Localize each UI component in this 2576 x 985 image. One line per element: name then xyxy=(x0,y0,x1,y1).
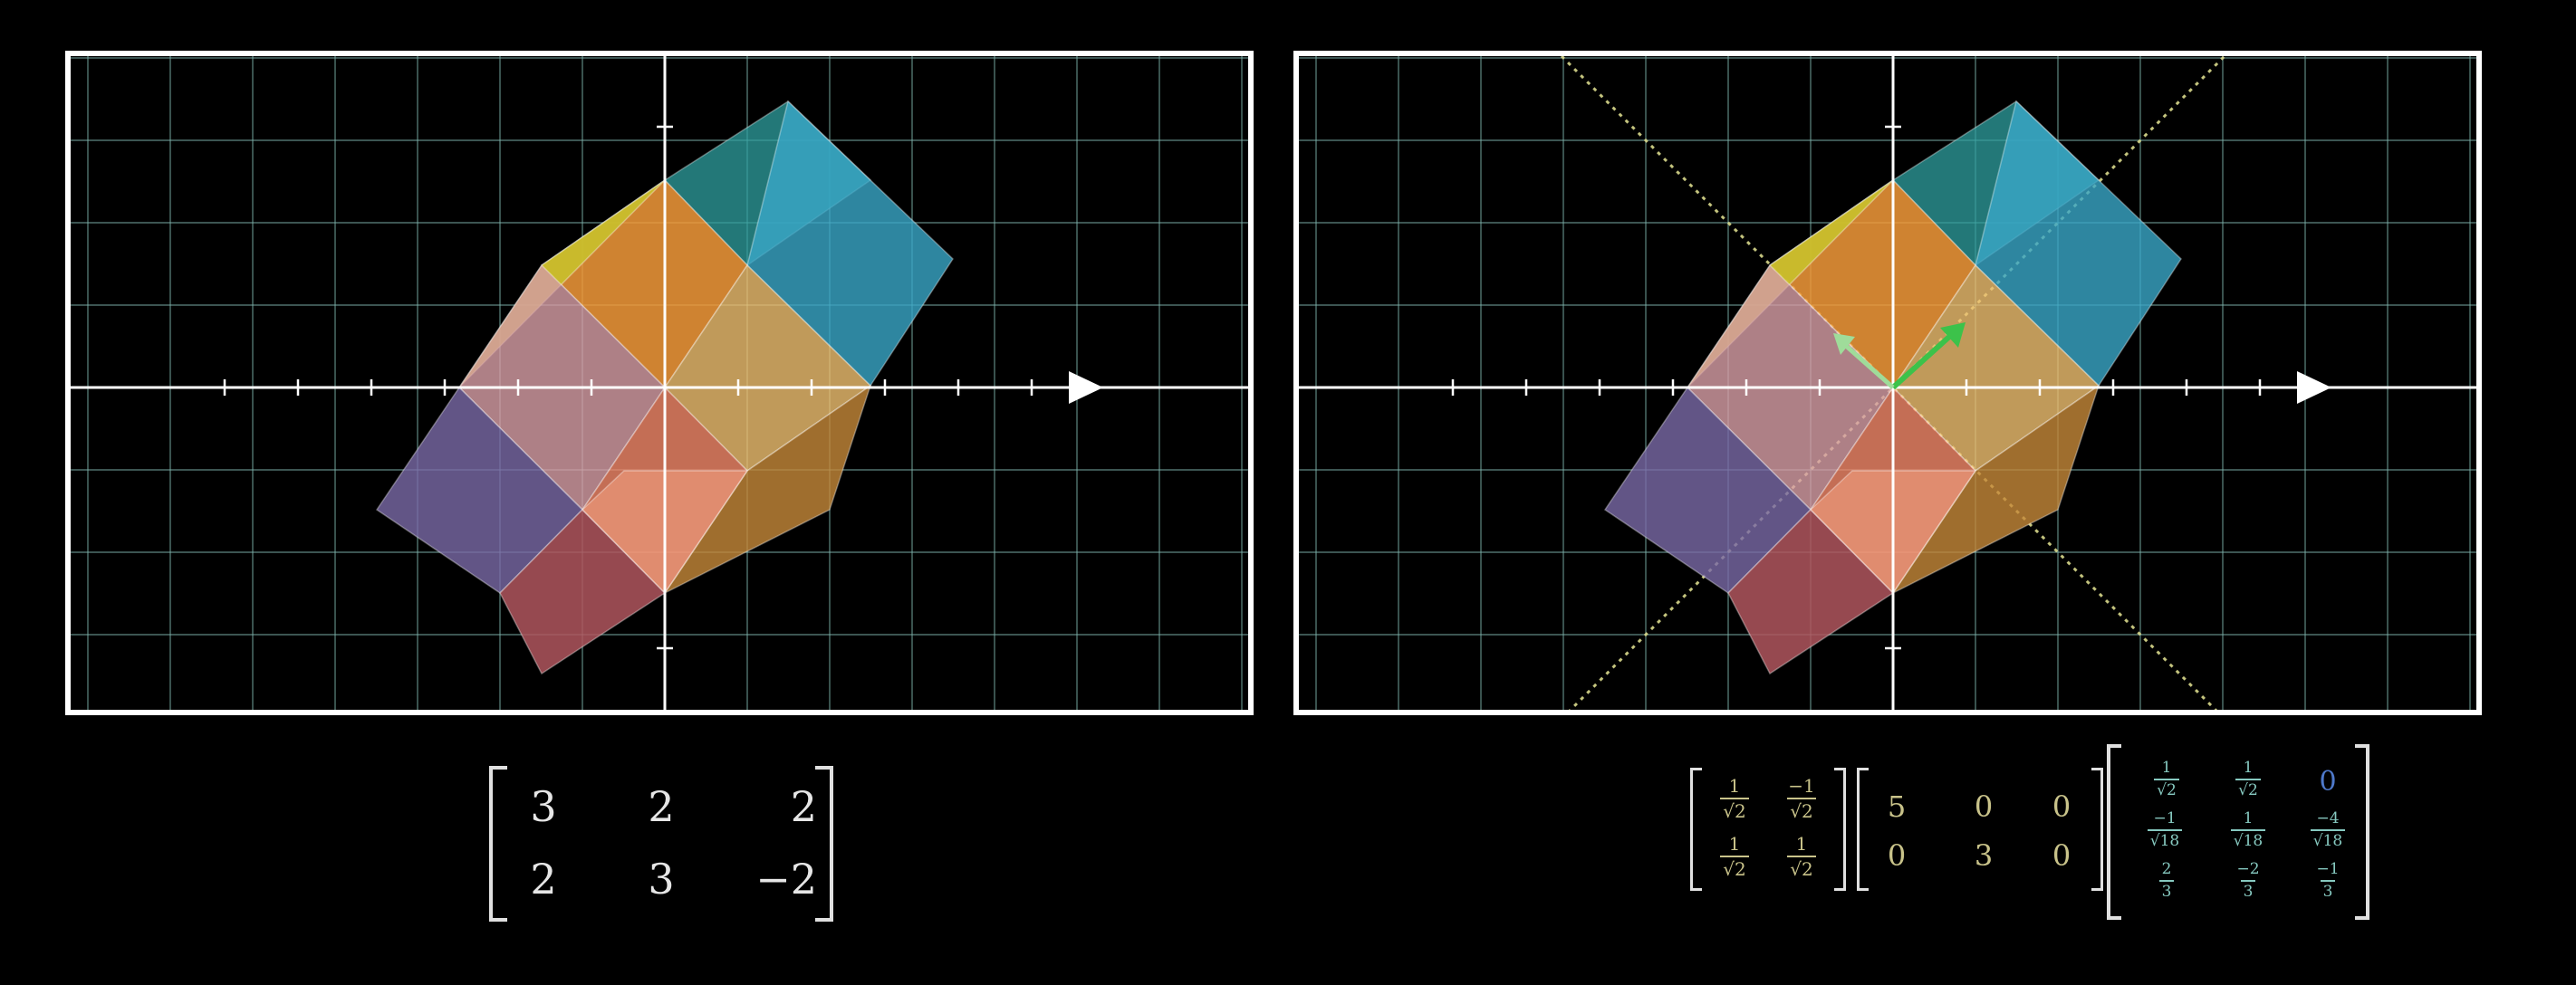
vt-cell: 1√2 xyxy=(2138,759,2196,799)
fraction-numerator: 1 xyxy=(2161,759,2172,777)
vt-cell: 1√2 xyxy=(2219,759,2277,799)
vector-arrowhead-icon xyxy=(1833,333,1855,355)
fraction-denominator: 3 xyxy=(2158,880,2175,900)
u-cell: −1√2 xyxy=(1770,775,1833,820)
fraction-numerator: −1 xyxy=(2316,860,2340,878)
vt-cell: −4√18 xyxy=(2293,809,2362,849)
fraction-denominator: √2 xyxy=(1720,856,1749,878)
right-bracket xyxy=(1834,768,1846,891)
right-bracket xyxy=(2091,768,2103,891)
sigma-cell: 0 xyxy=(2052,838,2071,873)
matrix-cell: 3 xyxy=(648,855,675,904)
right-plot-panel xyxy=(1293,51,2482,715)
fraction-numerator: 1 xyxy=(2243,809,2254,827)
anti-diagonal-dotted-line xyxy=(1560,56,2218,710)
fraction-numerator: 1 xyxy=(1728,833,1741,855)
svd-matrix-u: 1√2 −1√2 1√2 1√2 xyxy=(1690,768,1846,891)
fraction-numerator: 1 xyxy=(1795,833,1808,855)
left-bracket xyxy=(489,766,507,922)
right-bracket xyxy=(815,766,833,922)
u-cell: 1√2 xyxy=(1703,775,1766,820)
fraction-numerator: 1 xyxy=(2243,759,2254,777)
vt-cell: 0 xyxy=(2319,766,2337,798)
singular-vector-green xyxy=(1890,334,1952,390)
matrix-cell: 2 xyxy=(790,782,817,831)
left-plot-canvas xyxy=(71,56,1248,710)
left-bracket xyxy=(1857,768,1869,891)
fraction-denominator: √2 xyxy=(1720,798,1749,820)
singular-vector-pale-green xyxy=(1844,344,1895,389)
fraction-denominator: √2 xyxy=(1787,798,1816,820)
left-plot-panel xyxy=(65,51,1254,715)
matrix-cell: 3 xyxy=(530,782,557,831)
sigma-cell: 0 xyxy=(1974,789,1994,824)
fraction-numerator: −1 xyxy=(2153,809,2177,827)
matrix-cell: −2 xyxy=(755,855,817,904)
right-plot-canvas xyxy=(1299,56,2476,710)
fraction-denominator: √18 xyxy=(2230,829,2266,849)
fraction-denominator: 3 xyxy=(2320,880,2336,900)
x-axis-arrow-icon xyxy=(2297,371,2331,404)
vt-cell: 1√18 xyxy=(2214,809,2283,849)
matrix-cell: 2 xyxy=(648,782,675,831)
x-axis-arrow-icon xyxy=(1069,371,1103,404)
diagonal-dotted-line xyxy=(1568,56,2226,710)
fraction-denominator: √2 xyxy=(1787,856,1816,878)
right-bracket xyxy=(2355,744,2369,920)
fraction-denominator: √2 xyxy=(2154,779,2179,799)
u-cell: 1√2 xyxy=(1703,833,1766,878)
sigma-cell: 5 xyxy=(1887,789,1907,824)
matrix-cell: 2 xyxy=(530,855,557,904)
left-bracket xyxy=(2107,744,2121,920)
sigma-cell: 0 xyxy=(2052,789,2071,824)
fraction-numerator: −1 xyxy=(1788,775,1815,797)
sigma-cell: 0 xyxy=(1887,838,1907,873)
fraction-denominator: √18 xyxy=(2310,829,2346,849)
matrix-left: 3 2 2 2 3 −2 xyxy=(489,766,833,922)
fraction-denominator: 3 xyxy=(2240,880,2256,900)
vt-cell: −1√18 xyxy=(2130,809,2199,849)
fraction-numerator: −4 xyxy=(2316,809,2340,827)
left-bracket xyxy=(1690,768,1702,891)
fraction-numerator: 2 xyxy=(2161,860,2172,878)
sigma-cell: 3 xyxy=(1974,838,1994,873)
fraction-numerator: 1 xyxy=(1728,775,1741,797)
fraction-denominator: √2 xyxy=(2235,779,2261,799)
vector-arrowhead-icon xyxy=(1940,322,1966,348)
fraction-denominator: √18 xyxy=(2147,829,2183,849)
svd-matrix-sigma: 5 0 0 0 3 0 xyxy=(1857,768,2103,891)
fraction-numerator: −2 xyxy=(2236,860,2260,878)
u-cell: 1√2 xyxy=(1770,833,1833,878)
